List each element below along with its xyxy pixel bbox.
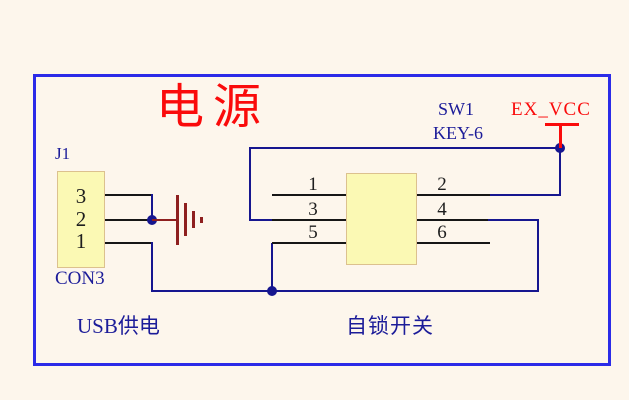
switch-caption: 自锁开关 (346, 314, 434, 338)
switch-designator: SW1 (438, 99, 474, 119)
ground-bar (192, 211, 195, 228)
pin-line (272, 194, 346, 196)
wire-segment (488, 219, 539, 221)
switch-pin-number: 5 (308, 222, 318, 243)
pin-line (417, 242, 490, 244)
ground-stem (152, 219, 177, 221)
connector-body (57, 171, 105, 268)
pin-line (105, 219, 152, 221)
connector-pin-number: 1 (75, 229, 87, 253)
switch-body (346, 173, 417, 265)
wire-segment (537, 219, 539, 291)
vcc-bar (545, 123, 579, 126)
pin-line (105, 242, 153, 244)
wire-segment (490, 194, 561, 196)
wire-segment (151, 242, 153, 292)
power-net-label: EX_VCC (511, 99, 591, 120)
wire-segment (249, 147, 561, 149)
sheet-title: 电源 (156, 81, 271, 134)
switch-pin-number: 6 (437, 222, 447, 243)
wire-segment (151, 290, 539, 292)
connector-pin-number: 3 (75, 184, 87, 208)
wire-segment (559, 147, 561, 196)
ground-bar (176, 195, 179, 245)
wire-segment (249, 219, 274, 221)
ground-bar (200, 217, 203, 223)
ground-bar (184, 203, 187, 236)
connector-designator: J1 (55, 144, 71, 163)
wire-segment (249, 147, 251, 221)
pin-line (417, 194, 490, 196)
wire-segment (271, 243, 273, 291)
pin-line (417, 219, 488, 221)
connector-caption: USB供电 (77, 314, 160, 338)
sheet-border (33, 74, 611, 366)
switch-pin-number: 4 (437, 199, 447, 220)
connector-part-label: CON3 (55, 268, 105, 289)
connector-pin-number: 2 (75, 207, 87, 231)
pin-line (272, 242, 346, 244)
switch-part-label: KEY-6 (433, 123, 483, 143)
wire-segment (151, 194, 153, 221)
switch-pin-number: 2 (437, 174, 447, 195)
vcc-stem (559, 123, 562, 148)
junction-dot (267, 286, 277, 296)
pin-line (272, 219, 346, 221)
pin-line (105, 194, 153, 196)
switch-pin-number: 3 (308, 199, 318, 220)
junction-dot (555, 143, 565, 153)
switch-pin-number: 1 (308, 174, 318, 195)
